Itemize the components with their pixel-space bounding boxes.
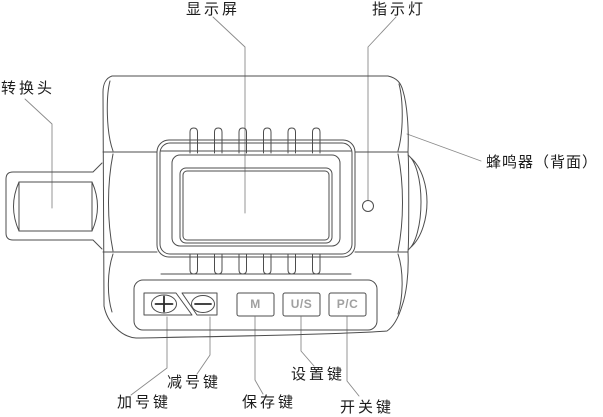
body-section-lines	[102, 151, 409, 253]
button-panel-outline	[133, 279, 378, 331]
minus-button-ellipse	[191, 295, 215, 313]
indicator-light	[362, 200, 374, 212]
callout-adapter-label: 转换头	[1, 81, 56, 97]
callout-display-label: 显示屏	[186, 2, 241, 18]
rib	[189, 253, 198, 275]
plus-button-ellipse	[151, 294, 177, 314]
indicator-leader-line	[367, 16, 397, 201]
body-outline	[102, 75, 410, 339]
memory-button-label: M	[250, 297, 261, 311]
rib	[214, 253, 223, 275]
power-leader-line	[346, 316, 360, 397]
square-drive-head	[5, 162, 103, 250]
adapter-leader-line	[24, 98, 53, 209]
drive-head-left-arc	[13, 181, 20, 232]
callout-buzzer-label: 蜂鸣器（背面）	[486, 155, 599, 171]
rib	[263, 253, 272, 275]
plus-leader-line	[130, 316, 168, 396]
buzzer-leader-line	[406, 133, 482, 162]
button-panel	[133, 279, 378, 331]
rib	[312, 127, 321, 154]
ribs-top	[189, 127, 321, 154]
display-screen-inner	[182, 170, 330, 241]
rib	[263, 127, 272, 154]
display-assembly	[156, 139, 356, 275]
display-leader-line	[212, 16, 246, 214]
callout-setting-key-label: 设置键	[291, 367, 346, 383]
callout-save-key-label: 保存键	[242, 395, 297, 411]
minus-leader-line	[196, 316, 211, 375]
drive-head-right-arc	[91, 181, 98, 232]
rib	[238, 253, 247, 275]
callout-plus-key-label: 加号键	[117, 395, 172, 411]
unit-select-button-label: U/S	[290, 297, 313, 311]
display-bezel-outer	[156, 139, 356, 258]
display-bezel-inner	[159, 142, 353, 255]
body-left-contour	[106, 80, 114, 313]
rib	[214, 127, 223, 154]
setting-leader-line	[300, 316, 315, 367]
peak-clear-button	[328, 292, 367, 317]
unit-select-button	[282, 292, 321, 317]
rib	[287, 127, 296, 154]
rib	[238, 127, 247, 154]
plus-button	[143, 292, 193, 316]
callout-indicator-label: 指示灯	[372, 2, 427, 18]
drive-head-outline	[5, 162, 103, 250]
callout-power-key-label: 开关键	[340, 400, 395, 416]
display-screen-outer	[179, 167, 333, 244]
rib	[287, 253, 296, 275]
callout-minus-key-label: 减号键	[167, 375, 222, 391]
plus-icon	[154, 295, 174, 313]
drive-head-barrel	[18, 181, 93, 232]
peak-clear-button-label: P/C	[336, 297, 359, 311]
memory-button	[236, 292, 275, 317]
save-leader-line	[254, 316, 264, 395]
display-frame	[171, 154, 341, 247]
buzzer-side-bump	[407, 154, 428, 251]
leader-lines	[24, 16, 482, 397]
ribs-bottom	[189, 253, 321, 275]
device-body	[102, 75, 428, 339]
rib	[189, 127, 198, 154]
body-right-contour	[397, 83, 403, 315]
rib	[312, 253, 321, 275]
